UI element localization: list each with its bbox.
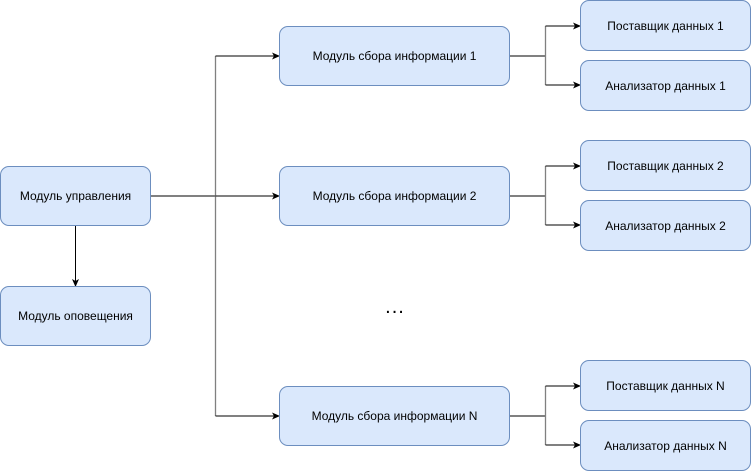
data-provider-2-label: Поставщик данных 2: [607, 158, 724, 173]
data-analyzer-n-label: Анализатор данных N: [604, 438, 727, 453]
collector-module-1-label: Модуль сбора информации 1: [312, 49, 477, 63]
collector-module-1-node[interactable]: Модуль сбора информации 1: [279, 26, 510, 86]
collector-module-n-node[interactable]: Модуль сбора информации N: [279, 386, 510, 446]
ellipsis-more-collectors: ...: [385, 296, 405, 318]
data-analyzer-1-node[interactable]: Анализатор данных 1: [580, 60, 751, 111]
data-analyzer-n-node[interactable]: Анализатор данных N: [580, 420, 751, 471]
collector-module-n-label: Модуль сбора информации N: [311, 409, 478, 423]
data-provider-2-node[interactable]: Поставщик данных 2: [580, 140, 751, 191]
data-provider-1-label: Поставщик данных 1: [607, 18, 724, 33]
control-module-node[interactable]: Модуль управления: [0, 166, 151, 226]
control-module-label: Модуль управления: [19, 189, 132, 203]
data-provider-1-node[interactable]: Поставщик данных 1: [580, 0, 751, 51]
notification-module-label: Модуль оповещения: [18, 309, 133, 323]
data-provider-n-node[interactable]: Поставщик данных N: [580, 360, 751, 411]
data-analyzer-1-label: Анализатор данных 1: [605, 78, 726, 93]
data-provider-n-label: Поставщик данных N: [606, 378, 725, 393]
data-analyzer-2-label: Анализатор данных 2: [605, 218, 726, 233]
notification-module-node[interactable]: Модуль оповещения: [0, 286, 151, 346]
collector-module-2-node[interactable]: Модуль сбора информации 2: [279, 166, 510, 226]
collector-module-2-label: Модуль сбора информации 2: [312, 189, 477, 203]
data-analyzer-2-node[interactable]: Анализатор данных 2: [580, 200, 751, 251]
